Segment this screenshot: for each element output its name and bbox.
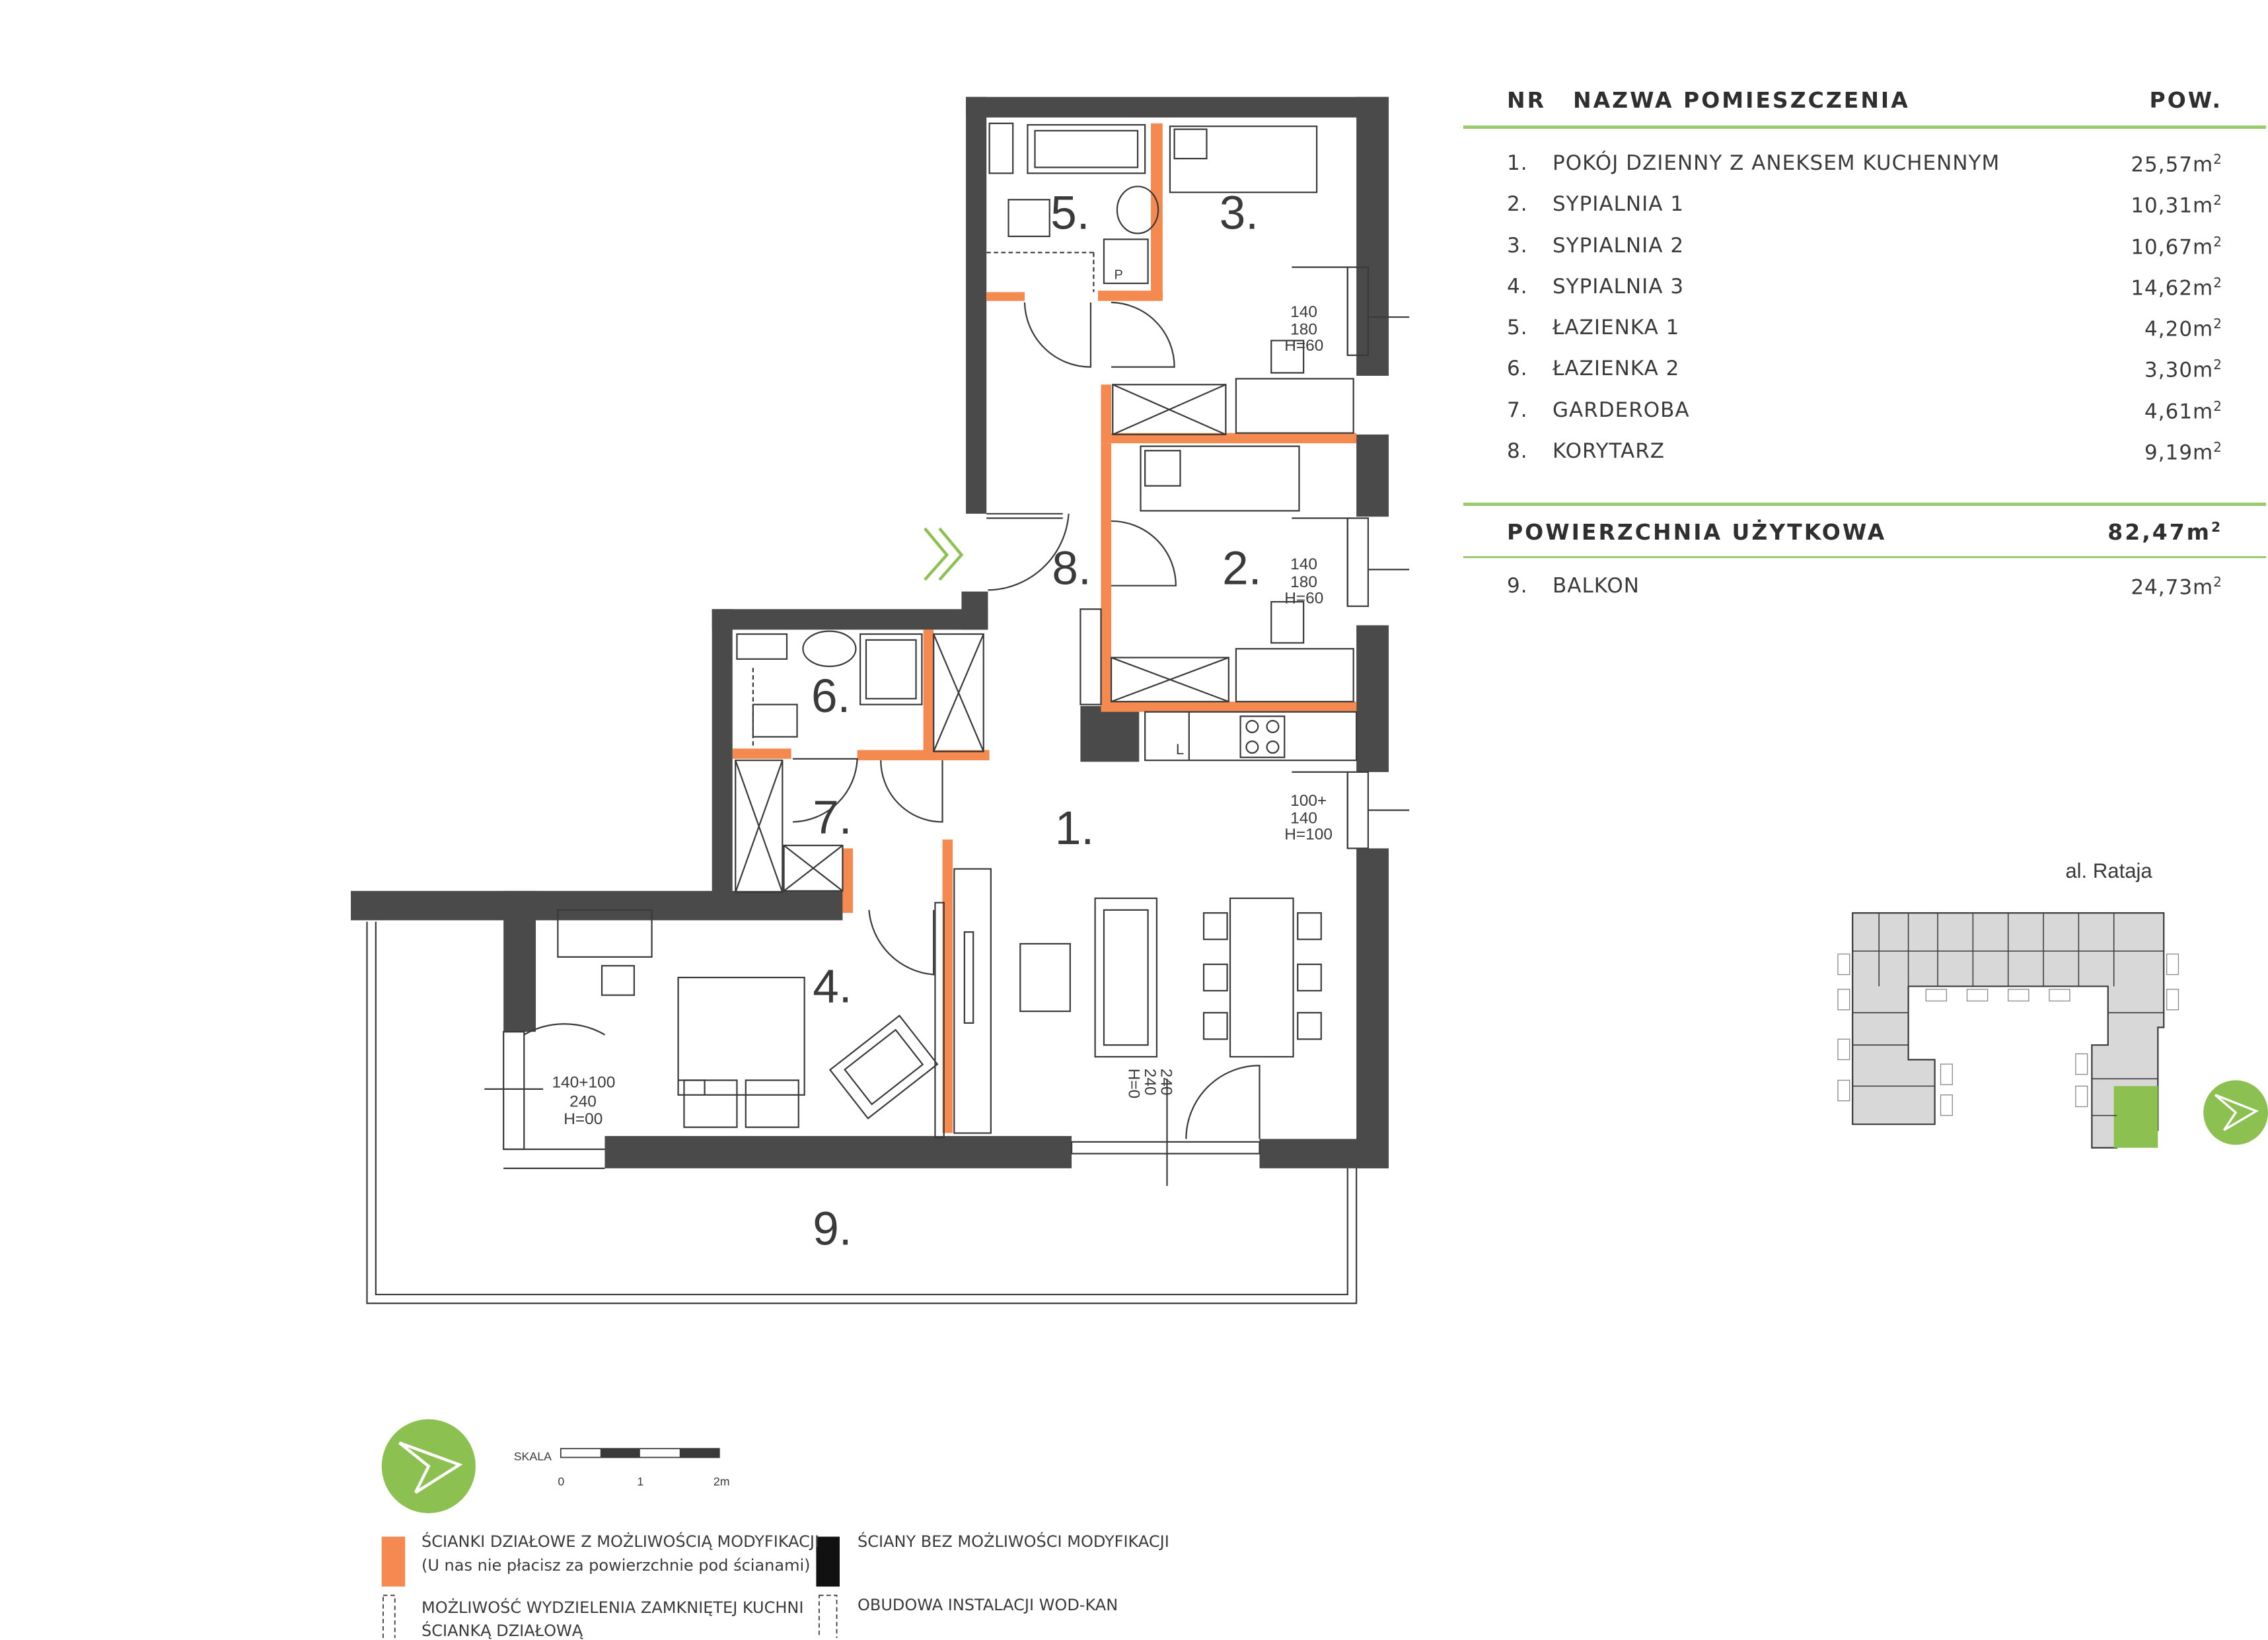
site-north-arrow-icon	[2203, 1080, 2268, 1145]
legend-swatch-fixed	[816, 1536, 840, 1587]
room-label-4: 4.	[813, 961, 852, 1013]
room-label-8: 8.	[1052, 542, 1091, 594]
entrance-chevron-icon	[924, 527, 964, 581]
room-label-7: 7.	[813, 792, 852, 844]
legend-swatch-installation	[818, 1594, 838, 1638]
north-arrow-icon	[381, 1419, 476, 1514]
total-value: 82,47m2	[2107, 519, 2222, 546]
header-nr: NR	[1507, 87, 1547, 113]
table-header: NR NAZWA POMIESZCZENIA POW.	[1463, 79, 2266, 125]
w3-line2: 180	[1290, 321, 1317, 339]
legend-closed-kitchen-2: ŚCIANKĄ DZIAŁOWĄ	[421, 1622, 583, 1640]
wk-line1: 100+	[1290, 792, 1327, 810]
w4-line1: 140+100	[552, 1074, 615, 1092]
scale-bar: SKALA 0 1 2m	[514, 1448, 730, 1488]
scale-tick-1: 1	[637, 1475, 643, 1488]
legend-modifiable-walls: ŚCIANKI DZIAŁOWE Z MOŻLIWOŚCIĄ MODYFIKAC…	[421, 1532, 820, 1551]
room-table: NR NAZWA POMIESZCZENIA POW. 1.POKÓJ DZIE…	[1463, 79, 2266, 609]
room-labels: 1. 2. 3. 4. 5. 6. 7. 8. 9.	[811, 188, 1261, 1256]
legend-installation: OBUDOWA INSTALACJI WOD-KAN	[858, 1596, 1118, 1614]
scale-label: SKALA	[514, 1450, 552, 1463]
site-building-shape	[1852, 912, 2165, 1149]
wl-line3: H=0	[1125, 1069, 1143, 1099]
header-name: NAZWA POMIESZCZENIA	[1573, 87, 1910, 113]
scale-tick-2: 2m	[713, 1475, 730, 1488]
room-label-5: 5.	[1050, 188, 1089, 240]
room-label-2: 2.	[1222, 542, 1261, 594]
legend-closed-kitchen-1: MOŻLIWOŚĆ WYDZIELENIA ZAMKNIĘTEJ KUCHNI	[421, 1598, 804, 1617]
fixtures-lines	[484, 122, 1410, 1186]
legend-swatch-kitchen	[383, 1594, 396, 1638]
kitchen-letter: L	[1176, 741, 1184, 758]
room-label-9: 9.	[813, 1203, 852, 1255]
w3-line3: H=60	[1284, 337, 1323, 355]
legend-fixed-walls: ŚCIANY BEZ MOŻLIWOŚCI MODYFIKACJI	[858, 1532, 1169, 1551]
wl-line2: 240	[1157, 1069, 1175, 1096]
total-divider-bottom	[1463, 556, 2266, 559]
site-plan: al. Rataja	[1837, 859, 2179, 1149]
legend-modifiable-walls-note: (U nas nie płacisz za powierzchnie pod ś…	[421, 1556, 811, 1575]
w4-line3: H=00	[564, 1110, 603, 1128]
w2-line3: H=60	[1284, 589, 1323, 607]
legend-swatches	[381, 1536, 840, 1638]
wk-line3: H=100	[1284, 826, 1333, 843]
header-divider	[1463, 125, 2266, 129]
site-street-label: al. Rataja	[2065, 859, 2152, 882]
total-label: POWIERZCHNIA UŻYTKOWA	[1507, 519, 1887, 546]
legend-swatch-modifiable	[381, 1536, 406, 1587]
room-label-1: 1.	[1055, 802, 1094, 855]
modifiable-partitions	[732, 123, 1357, 1133]
room-label-6: 6.	[811, 670, 850, 723]
wl-line1: 240	[1141, 1069, 1159, 1096]
w2-line1: 140	[1290, 555, 1317, 573]
w3-line1: 140	[1290, 303, 1317, 321]
scale-tick-0: 0	[558, 1475, 564, 1488]
site-highlight	[2113, 1086, 2158, 1148]
window-labels: 140 180 H=60 140 180 H=60 100+ 140 H=100…	[552, 267, 1332, 1128]
w2-line2: 180	[1290, 573, 1317, 591]
total-row: POWIERZCHNIA UŻYTKOWA 82,47m2	[1463, 506, 2266, 556]
wc-letter: P	[1115, 267, 1123, 282]
room-label-3: 3.	[1220, 188, 1259, 240]
fixed-walls	[351, 96, 1389, 1168]
balcony-outline	[366, 921, 1358, 1304]
header-area: POW.	[2149, 87, 2222, 113]
wk-line2: 140	[1290, 810, 1317, 828]
total-divider-top	[1463, 503, 2266, 507]
w4-line2: 240	[569, 1093, 597, 1111]
